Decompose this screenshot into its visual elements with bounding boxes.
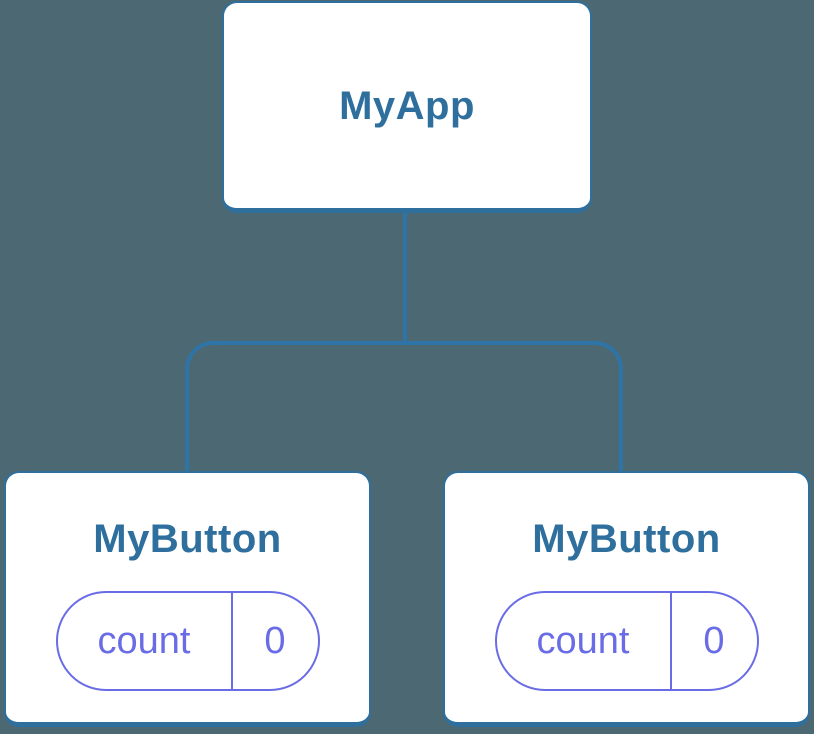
node-mybutton-left-label: MyButton — [93, 517, 282, 561]
state-name-left: count — [58, 593, 233, 689]
node-mybutton-left: MyButton count 0 — [4, 471, 371, 727]
connector-stem — [403, 213, 407, 343]
state-value-right: 0 — [703, 619, 725, 662]
node-mybutton-right: MyButton count 0 — [443, 471, 810, 727]
state-pill-left: count 0 — [55, 591, 320, 691]
state-value-left: 0 — [264, 619, 286, 662]
connector-bracket — [185, 341, 623, 471]
state-name-right: count — [497, 593, 672, 689]
node-myapp-label: MyApp — [339, 83, 475, 128]
node-mybutton-right-label: MyButton — [532, 517, 721, 561]
state-pill-right: count 0 — [494, 591, 759, 691]
node-myapp: MyApp — [222, 1, 592, 213]
